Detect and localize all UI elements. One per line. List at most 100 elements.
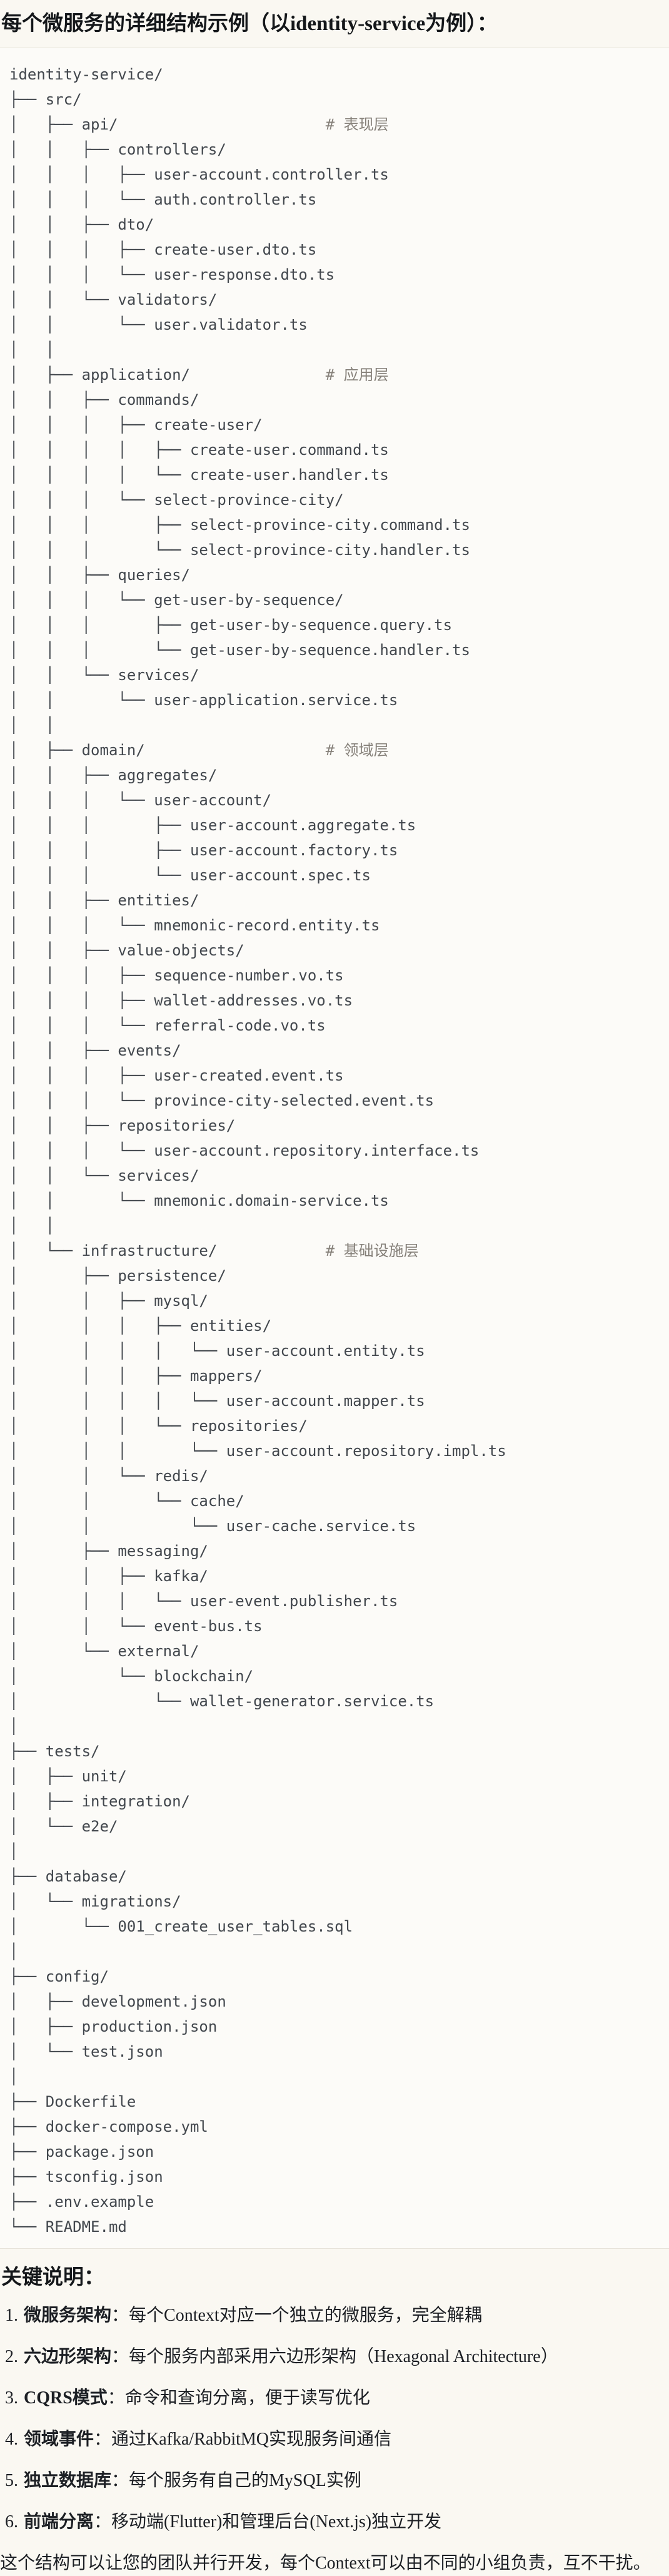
note-colon: ： <box>107 2388 125 2408</box>
tree-line: │ │ │ ├── wallet-addresses.vo.ts <box>9 992 353 1009</box>
note-term: 六边形架构 <box>24 2347 112 2366</box>
tree-line: ├── .env.example <box>9 2193 154 2211</box>
note-number: 4. <box>5 2430 18 2449</box>
note-term: 领域事件 <box>24 2430 94 2449</box>
tree-line: │ │ │ └── user-account/ <box>9 792 272 809</box>
tree-entry-text: │ ├── domain/ <box>9 741 326 759</box>
tree-line: │ │ ├── events/ <box>9 1042 181 1059</box>
tree-line: │ └── migrations/ <box>9 1893 181 1910</box>
tree-line: │ <box>9 1943 19 1960</box>
tree-line: ├── docker-compose.yml <box>9 2118 208 2136</box>
note-description: 每个服务内部采用六边形架构（Hexagonal Architecture） <box>129 2347 558 2366</box>
tree-line: │ │ └── user-application.service.ts <box>9 691 398 709</box>
note-number: 1. <box>5 2306 18 2325</box>
note-colon: ： <box>94 2512 112 2532</box>
footer-paragraph: 这个结构可以让您的团队并行开发，每个Context可以由不同的小组负责，互不干扰… <box>0 2553 651 2573</box>
tree-line: │ <box>9 1718 19 1735</box>
tree-line: │ │ └── redis/ <box>9 1467 208 1485</box>
note-description: 移动端(Flutter)和管理后台(Next.js)独立开发 <box>111 2512 442 2532</box>
note-number: 3. <box>5 2388 18 2408</box>
tree-entry-text: │ ├── application/ <box>9 366 326 384</box>
tree-line: │ │ │ ├── user-account.aggregate.ts <box>9 817 416 834</box>
tree-line: │ ├── production.json <box>9 2018 218 2035</box>
tree-line: └── README.md <box>9 2218 127 2236</box>
tree-line: │ │ ├── repositories/ <box>9 1117 236 1134</box>
note-description: 通过Kafka/RabbitMQ实现服务间通信 <box>111 2430 391 2449</box>
tree-line: │ └── e2e/ <box>9 1818 118 1835</box>
tree-line: │ └── infrastructure/ # 基础设施层 <box>9 1238 663 1263</box>
tree-line: │ <box>9 2068 19 2085</box>
tree-line: │ │ │ │ └── user-account.mapper.ts <box>9 1392 425 1410</box>
tree-line: │ │ │ │ └── user-account.entity.ts <box>9 1342 425 1360</box>
note-description: 每个Context对应一个独立的微服务，完全解耦 <box>129 2306 482 2325</box>
note-term: CQRS模式 <box>24 2388 108 2408</box>
tree-line: ├── Dockerfile <box>9 2093 136 2110</box>
tree-line: │ │ │ └── get-user-by-sequence/ <box>9 591 344 609</box>
tree-line: │ │ │ └── mnemonic-record.entity.ts <box>9 917 380 934</box>
tree-line: │ │ │ │ └── create-user.handler.ts <box>9 466 389 484</box>
tree-line: │ │ <box>9 1217 55 1235</box>
tree-line: │ ├── messaging/ <box>9 1542 208 1560</box>
tree-line: │ ├── persistence/ <box>9 1267 226 1285</box>
tree-line: │ │ ├── dto/ <box>9 216 154 233</box>
tree-entry-text: │ └── infrastructure/ <box>9 1242 326 1260</box>
note-term: 独立数据库 <box>24 2471 112 2490</box>
tree-line: │ │ └── services/ <box>9 666 199 684</box>
note-item: 5.独立数据库：每个服务有自己的MySQL实例 <box>5 2469 669 2493</box>
tree-line: │ │ │ └── user-account.repository.impl.t… <box>9 1442 506 1460</box>
tree-line: │ │ ├── value-objects/ <box>9 942 244 959</box>
tree-line: ├── tsconfig.json <box>9 2168 163 2186</box>
tree-entry-text: │ ├── api/ <box>9 116 326 133</box>
note-description: 每个服务有自己的MySQL实例 <box>129 2471 361 2490</box>
note-colon: ： <box>111 2347 129 2366</box>
tree-line: │ │ ├── commands/ <box>9 391 199 409</box>
tree-line: │ │ │ ├── create-user/ <box>9 416 263 434</box>
tree-line: │ │ │ ├── create-user.dto.ts <box>9 241 317 258</box>
tree-line: │ │ │ ├── user-created.event.ts <box>9 1067 344 1084</box>
note-item: 3.CQRS模式：命令和查询分离，便于读写优化 <box>5 2386 669 2410</box>
tree-line: │ └── wallet-generator.service.ts <box>9 1693 435 1710</box>
tree-line: │ │ └── cache/ <box>9 1492 244 1510</box>
tree-line: │ │ │ ├── select-province-city.command.t… <box>9 516 470 534</box>
tree-line: │ └── test.json <box>9 2043 163 2060</box>
tree-line: │ ├── unit/ <box>9 1768 127 1785</box>
note-term: 微服务架构 <box>24 2306 112 2325</box>
tree-line: │ │ └── user.validator.ts <box>9 316 308 333</box>
tree-line: │ │ │ ├── sequence-number.vo.ts <box>9 967 344 984</box>
tree-line: │ <box>9 1843 19 1860</box>
tree-line: │ │ │ │ ├── create-user.command.ts <box>9 441 389 459</box>
tree-line: ├── database/ <box>9 1868 127 1885</box>
tree-line: │ │ │ └── referral-code.vo.ts <box>9 1017 326 1034</box>
note-colon: ： <box>111 2471 129 2490</box>
tree-line: │ │ ├── aggregates/ <box>9 766 218 784</box>
notes-heading: 关键说明： <box>1 2266 104 2289</box>
tree-comment: # 基础设施层 <box>325 1242 419 1260</box>
tree-line: │ │ └── user-cache.service.ts <box>9 1517 416 1535</box>
tree-line: │ │ <box>9 341 55 359</box>
note-item: 2. 六边形架构：每个服务内部采用六边形架构（Hexagonal Architec… <box>5 2345 669 2369</box>
tree-line: ├── src/ <box>9 91 82 108</box>
tree-line: │ │ ├── kafka/ <box>9 1567 208 1585</box>
note-term: 前端分离 <box>24 2512 94 2532</box>
file-tree: identity-service/├── src/│ ├── api/ # 表现… <box>0 48 669 2248</box>
tree-line: ├── tests/ <box>9 1743 100 1760</box>
tree-line: │ │ │ └── get-user-by-sequence.handler.t… <box>9 641 470 659</box>
tree-line: │ │ │ └── auth.controller.ts <box>9 191 317 208</box>
note-colon: ： <box>111 2306 129 2325</box>
tree-line: │ │ <box>9 716 55 734</box>
note-item: 1. 微服务架构：每个Context对应一个独立的微服务，完全解耦 <box>5 2304 669 2328</box>
tree-line: │ │ ├── entities/ <box>9 892 199 909</box>
tree-comment: # 应用层 <box>325 366 389 384</box>
tree-line: │ ├── api/ # 表现层 <box>9 112 663 137</box>
tree-line: │ ├── development.json <box>9 1993 226 2010</box>
note-number: 2. <box>5 2347 18 2366</box>
tree-line: │ │ │ └── user-account.repository.interf… <box>9 1142 480 1159</box>
tree-line: │ │ ├── controllers/ <box>9 141 226 158</box>
tree-line: │ │ │ ├── get-user-by-sequence.query.ts <box>9 616 453 634</box>
note-item: 6.前端分离：移动端(Flutter)和管理后台(Next.js)独立开发 <box>5 2510 669 2534</box>
tree-line: │ │ │ ├── entities/ <box>9 1317 272 1335</box>
tree-line: │ │ │ └── select-province-city.handler.t… <box>9 541 470 559</box>
tree-line: │ │ ├── mysql/ <box>9 1292 208 1310</box>
tree-comment: # 表现层 <box>325 116 389 133</box>
tree-line: │ │ └── services/ <box>9 1167 199 1184</box>
